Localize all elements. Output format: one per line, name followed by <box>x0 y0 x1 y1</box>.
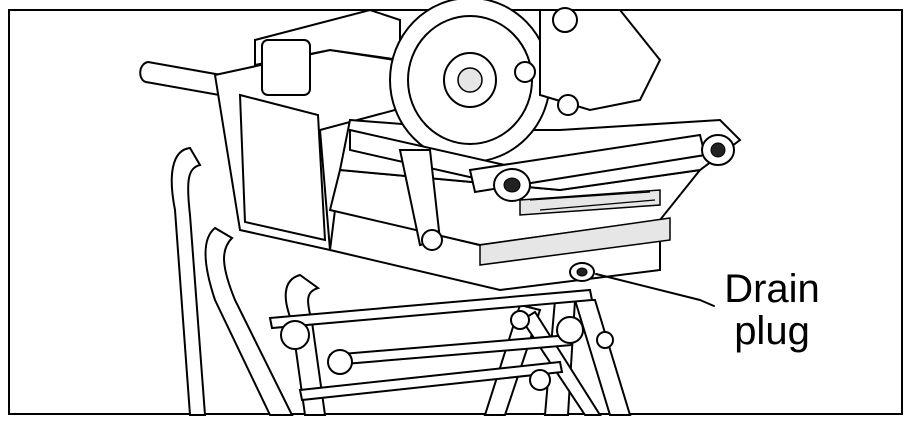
chuck <box>389 0 662 163</box>
callout-leader-line <box>595 273 715 307</box>
stand <box>170 146 632 416</box>
callout-line-1: Drain <box>724 267 820 311</box>
callout-line-2: plug <box>734 309 810 353</box>
drain-plug <box>569 262 595 282</box>
drain-plug-callout: Drain plug <box>712 268 832 352</box>
carriage-rails <box>349 128 735 251</box>
